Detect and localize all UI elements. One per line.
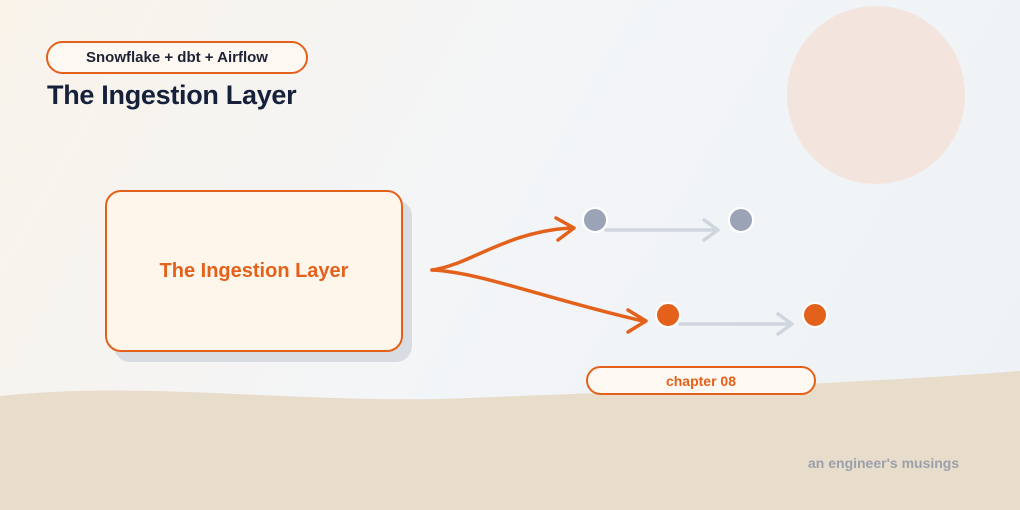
lower-end-node: [802, 302, 828, 328]
chapter-label: chapter 08: [665, 372, 737, 389]
upper-connector-arrow: [604, 218, 720, 242]
sand-dune: [0, 371, 1020, 510]
sun-circle: [787, 6, 965, 184]
lower-connector-arrow: [678, 312, 794, 336]
upper-start-node: [582, 207, 608, 233]
ingestion-layer-label: The Ingestion Layer: [159, 259, 349, 282]
tech-stack-label: Snowflake + dbt + Airflow: [86, 49, 268, 66]
lower-start-node: [655, 302, 681, 328]
tech-stack-pill: Snowflake + dbt + Airflow: [46, 41, 308, 74]
branch-arrowhead-upper: [554, 216, 576, 242]
ingestion-layer-box: The Ingestion Layer: [105, 190, 403, 352]
signature-text: an engineer's musings: [808, 455, 960, 471]
branch-arrow-upper: [430, 226, 572, 272]
page-title: The Ingestion Layer: [47, 80, 297, 110]
chapter-pill: chapter 08: [586, 366, 816, 395]
branch-arrow-lower: [430, 268, 645, 323]
upper-end-node: [728, 207, 754, 233]
branch-arrowhead-lower: [626, 308, 648, 334]
